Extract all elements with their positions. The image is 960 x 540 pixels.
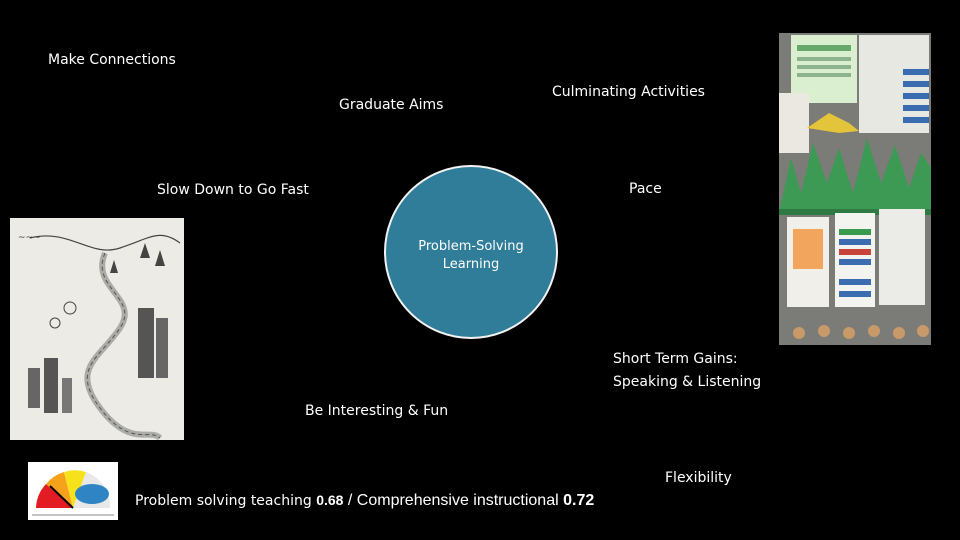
label-graduate-aims: Graduate Aims [339, 94, 443, 116]
label-be-interesting: Be Interesting & Fun [305, 400, 448, 422]
label-speaking-listening: Speaking & Listening [613, 371, 761, 393]
footer-prefix: Problem solving teaching [135, 493, 316, 509]
svg-text:~~~: ~~~ [18, 233, 41, 243]
bulletin-board-photo [779, 33, 931, 345]
label-culminating-activities: Culminating Activities [552, 81, 705, 103]
center-label-line2: Learning [384, 256, 558, 274]
footer-separator: / [343, 492, 356, 509]
label-flexibility: Flexibility [665, 467, 732, 489]
footer-value-2: 0.72 [563, 492, 594, 509]
label-slow-down: Slow Down to Go Fast [157, 179, 309, 201]
label-pace: Pace [629, 178, 662, 200]
hand-drawn-map-image: ~~~ [10, 218, 184, 440]
center-label: Problem-Solving Learning [384, 238, 558, 274]
effect-size-gauge-icon [28, 462, 118, 520]
bulletin-board-icon [779, 33, 931, 345]
footer-value-1: 0.68 [316, 492, 343, 508]
map-sketch-icon: ~~~ [10, 218, 184, 440]
label-make-connections: Make Connections [48, 49, 176, 71]
label-short-term-gains: Short Term Gains: [613, 348, 738, 370]
footer-middle: Comprehensive instructional [357, 492, 563, 509]
center-label-line1: Problem-Solving [384, 238, 558, 256]
footer-text: Problem solving teaching 0.68 / Comprehe… [135, 492, 594, 510]
